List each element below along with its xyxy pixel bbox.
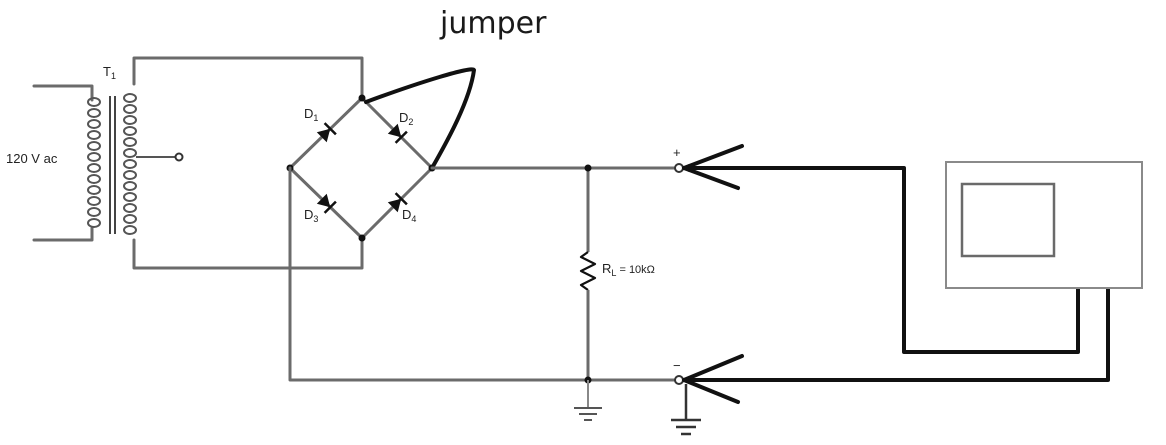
primary-winding [87,97,101,228]
diode-label-d2: D2 [399,110,413,127]
oscilloscope-icon [945,161,1143,289]
secondary-top-wire [132,56,364,100]
transformer-label: T1 [103,64,116,81]
ground-icon [574,380,602,421]
ac-source-leads [32,84,94,242]
probe-lead-channel [688,166,1080,354]
resistor-label: RL = 10kΩ [602,261,655,278]
jumper-title: jumper [439,6,547,41]
resistor-icon [579,251,597,291]
diode-icon [316,193,337,214]
jumper-wire [364,67,476,170]
terminal-positive [674,163,684,173]
terminal-plus-sign: + [673,145,681,160]
center-tap [136,152,184,162]
secondary-bottom-wire [132,236,364,270]
transformer-icon: T1 [87,64,137,235]
diode-label-d1: D1 [304,106,318,123]
diode-icon [387,123,408,144]
diode-label-d4: D4 [402,207,416,224]
diode-icon [316,122,337,143]
diode-icon [387,192,408,213]
probe-lead-ground [688,262,1110,382]
load-resistor-branch [579,164,597,384]
diode-label-d3: D3 [304,207,318,224]
bridge-rectifier [286,94,436,242]
ground-icon [671,384,701,436]
source-voltage-label: 120 V ac [6,151,58,166]
return-wire [288,166,676,382]
terminal-negative [674,375,684,385]
secondary-winding [123,93,137,235]
terminal-minus-sign: − [673,358,681,373]
